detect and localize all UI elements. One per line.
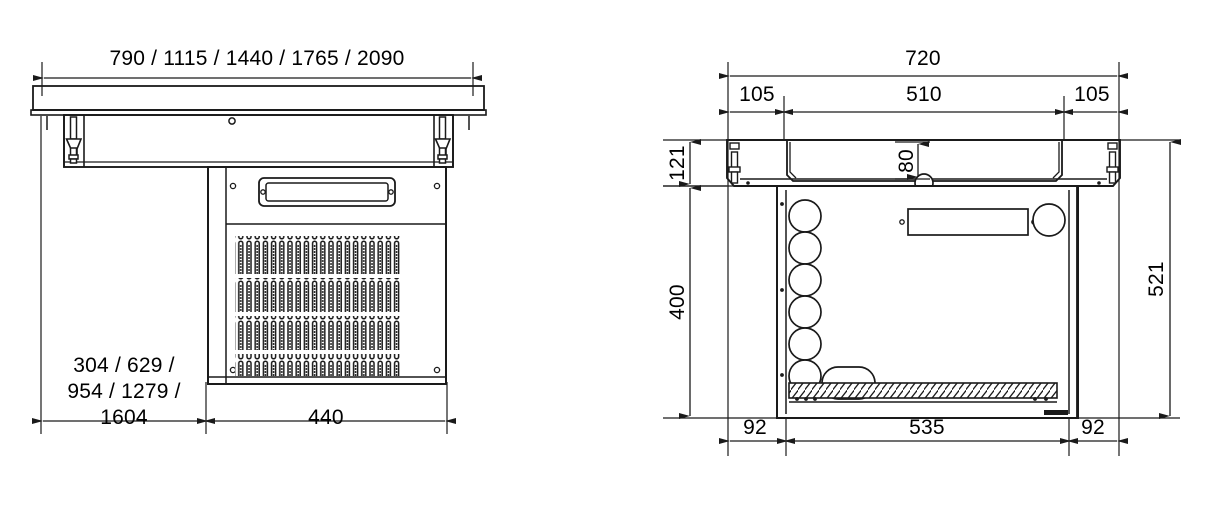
label-400: 400 bbox=[666, 284, 689, 320]
label-92-right: 92 bbox=[1081, 416, 1105, 439]
clamp-left bbox=[63, 115, 85, 167]
label-510: 510 bbox=[906, 83, 942, 106]
label-535: 535 bbox=[909, 416, 945, 439]
dim-top-width-left bbox=[33, 62, 482, 96]
ventilation-grille bbox=[235, 236, 400, 376]
side-view-group bbox=[663, 62, 1181, 456]
dim-105-510-105 bbox=[719, 96, 1128, 140]
front-view-group bbox=[30, 62, 487, 434]
base-hatch-band bbox=[788, 382, 1068, 415]
label-105-left: 105 bbox=[739, 83, 775, 106]
control-panel-plate bbox=[258, 177, 396, 207]
label-left-bottom-a: 304 / 629 / bbox=[73, 354, 174, 377]
dim-521 bbox=[1078, 139, 1181, 419]
dim-400 bbox=[663, 185, 777, 419]
clamp-right bbox=[433, 115, 454, 167]
dim-720 bbox=[719, 62, 1128, 140]
edge-ticks bbox=[46, 116, 470, 130]
label-105-right: 105 bbox=[1074, 83, 1110, 106]
label-720: 720 bbox=[905, 47, 941, 70]
label-80: 80 bbox=[895, 149, 918, 173]
label-521: 521 bbox=[1145, 261, 1168, 297]
grille-row-gaps bbox=[233, 274, 402, 354]
label-left-bottom-right: 440 bbox=[308, 406, 344, 429]
machine-housing bbox=[207, 166, 447, 385]
label-92-left: 92 bbox=[743, 416, 767, 439]
upper-tray bbox=[726, 139, 1121, 193]
label-121: 121 bbox=[666, 145, 689, 181]
label-left-top-width: 790 / 1115 / 1440 / 1765 / 2090 bbox=[109, 47, 404, 70]
label-left-bottom-c: 1604 bbox=[100, 406, 148, 429]
label-left-bottom-b: 954 / 1279 / bbox=[67, 380, 180, 403]
dim-80 bbox=[895, 141, 930, 180]
dim-bottom-left bbox=[40, 116, 448, 434]
fan-circle bbox=[1032, 203, 1066, 237]
control-box bbox=[899, 208, 1037, 236]
dim-92-535-92 bbox=[719, 140, 1128, 456]
